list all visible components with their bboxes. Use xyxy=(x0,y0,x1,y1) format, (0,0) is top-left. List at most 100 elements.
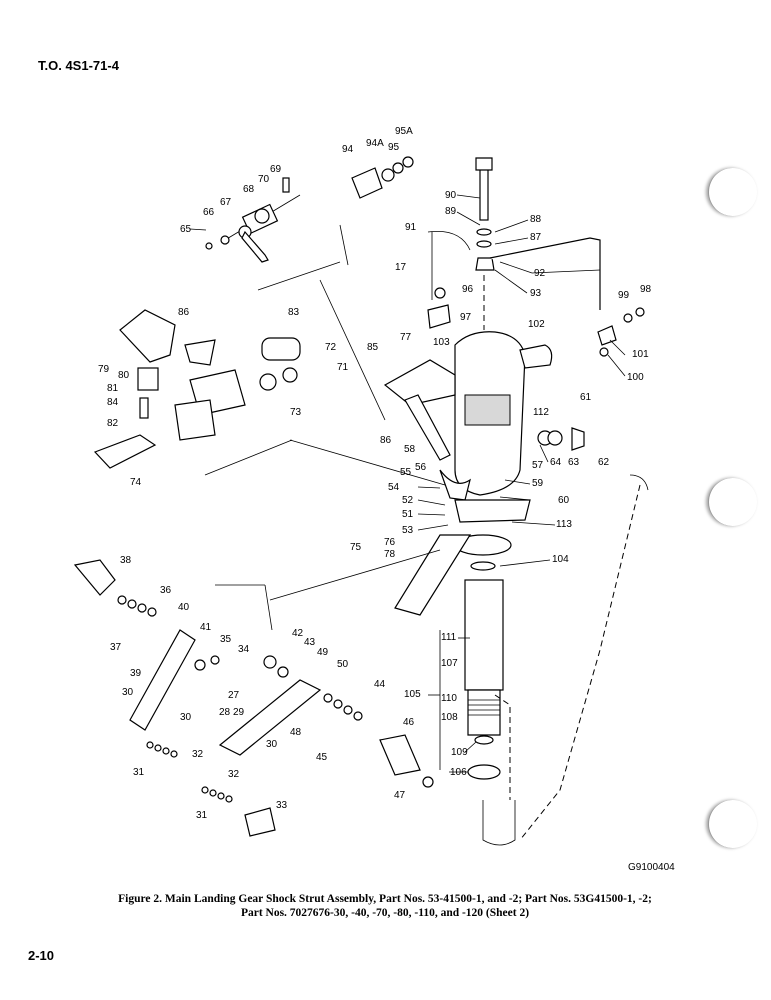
callout-label: 86 xyxy=(380,435,392,446)
callout-label: 59 xyxy=(532,478,544,489)
callout-label: 87 xyxy=(530,232,542,243)
callout-label: 98 xyxy=(640,284,652,295)
callout-label: 32 xyxy=(228,769,240,780)
callout-label: 40 xyxy=(178,602,190,613)
callout-label: 70 xyxy=(258,174,270,185)
callout-label: 88 xyxy=(530,214,542,225)
document-number: T.O. 4S1-71-4 xyxy=(38,58,119,73)
callout-label: 32 xyxy=(192,749,204,760)
callout-label: 75 xyxy=(350,542,362,553)
callout-label: 89 xyxy=(445,206,457,217)
callout-label: 30 xyxy=(122,687,134,698)
callout-label: 44 xyxy=(374,679,386,690)
callout-label: 58 xyxy=(404,444,416,455)
callout-label: 76 xyxy=(384,537,396,548)
callout-label: 55 xyxy=(400,467,412,478)
callout-label: 60 xyxy=(558,495,570,506)
callout-label: 52 xyxy=(402,495,414,506)
callout-label: 80 xyxy=(118,370,130,381)
callout-label: 41 xyxy=(200,622,212,633)
figure-caption: Figure 2. Main Landing Gear Shock Strut … xyxy=(20,892,750,920)
callout-label: 66 xyxy=(203,207,215,218)
callout-label: 63 xyxy=(568,457,580,468)
callout-label: 77 xyxy=(400,332,412,343)
callout-label: 29 xyxy=(233,707,245,718)
callout-label: 71 xyxy=(337,362,349,373)
callout-label: 92 xyxy=(534,268,546,279)
callout-label: 30 xyxy=(180,712,192,723)
callout-label: 46 xyxy=(403,717,415,728)
binder-hole xyxy=(708,168,757,216)
callout-label: 102 xyxy=(528,319,545,330)
callout-label: 54 xyxy=(388,482,400,493)
callout-label: 104 xyxy=(552,554,569,565)
callout-label: 30 xyxy=(266,739,278,750)
callout-label: 28 xyxy=(219,707,231,718)
drawing-number: G9100404 xyxy=(628,862,675,873)
page-number: 2-10 xyxy=(28,948,55,963)
callout-label: 99 xyxy=(618,290,630,301)
upper-mid-parts xyxy=(351,156,645,357)
callout-label: 36 xyxy=(160,585,172,596)
callout-label: 97 xyxy=(460,312,472,323)
callout-label: 56 xyxy=(415,462,427,473)
callout-label: 79 xyxy=(98,364,110,375)
callout-label: 42 xyxy=(292,628,304,639)
callout-label: 61 xyxy=(580,392,592,403)
callout-label: 64 xyxy=(550,457,562,468)
callout-label: 86 xyxy=(178,307,190,318)
bracket-curve xyxy=(629,474,649,491)
callout-label: 105 xyxy=(404,689,421,700)
callout-label: 35 xyxy=(220,634,232,645)
callout-label: 101 xyxy=(632,349,649,360)
callout-label: 95A xyxy=(395,126,413,137)
caption-line-1: Figure 2. Main Landing Gear Shock Strut … xyxy=(118,893,652,905)
left-middle-parts xyxy=(93,224,446,486)
callout-label: 90 xyxy=(445,190,457,201)
callout-label: 93 xyxy=(530,288,542,299)
strut-housing xyxy=(383,331,585,616)
callout-label: 112 xyxy=(533,407,549,418)
callout-label: 53 xyxy=(402,525,414,536)
callout-label: 17 xyxy=(395,262,407,273)
callout-label: 31 xyxy=(133,767,145,778)
callout-label: 49 xyxy=(317,647,329,658)
callout-label: 67 xyxy=(220,197,232,208)
callout-label: 83 xyxy=(288,307,300,318)
callout-label: 33 xyxy=(276,800,288,811)
callout-label: 106 xyxy=(450,767,467,778)
callout-label: 94 xyxy=(342,144,354,155)
callout-label: 82 xyxy=(107,418,119,429)
callout-label: 47 xyxy=(394,790,406,801)
callout-label: 65 xyxy=(180,224,192,235)
callout-label: 38 xyxy=(120,555,132,566)
callout-label: 103 xyxy=(433,337,450,348)
callout-label: 94A xyxy=(366,138,384,149)
callout-label: 72 xyxy=(325,342,337,353)
binder-hole xyxy=(708,478,757,526)
upper-left-parts xyxy=(205,177,301,263)
callout-label: 91 xyxy=(405,222,417,233)
callout-label: 96 xyxy=(462,284,474,295)
callout-label: 85 xyxy=(367,342,379,353)
caption-line-2: Part Nos. 7027676-30, -40, -70, -80, -11… xyxy=(240,907,530,919)
callout-label: 109 xyxy=(451,747,468,758)
callout-label: 43 xyxy=(304,637,316,648)
callout-label: 113 xyxy=(556,519,572,530)
callout-leaders xyxy=(189,194,626,773)
callout-label: 27 xyxy=(228,690,240,701)
callout-label: 45 xyxy=(316,752,328,763)
callout-label: 68 xyxy=(243,184,255,195)
centerline-right xyxy=(519,484,641,841)
callout-label: 84 xyxy=(107,397,119,408)
callout-label: 100 xyxy=(627,372,644,383)
callout-label: 107 xyxy=(441,658,458,669)
callout-label: 108 xyxy=(441,712,458,723)
callout-label: 81 xyxy=(107,383,119,394)
callout-label: 95 xyxy=(388,142,400,153)
callout-label: 73 xyxy=(290,407,302,418)
callout-label: 57 xyxy=(532,460,544,471)
callout-labels: 94 94A 95 95A 69 70 68 67 66 65 90 89 88… xyxy=(98,126,652,821)
callout-label: 78 xyxy=(384,549,396,560)
